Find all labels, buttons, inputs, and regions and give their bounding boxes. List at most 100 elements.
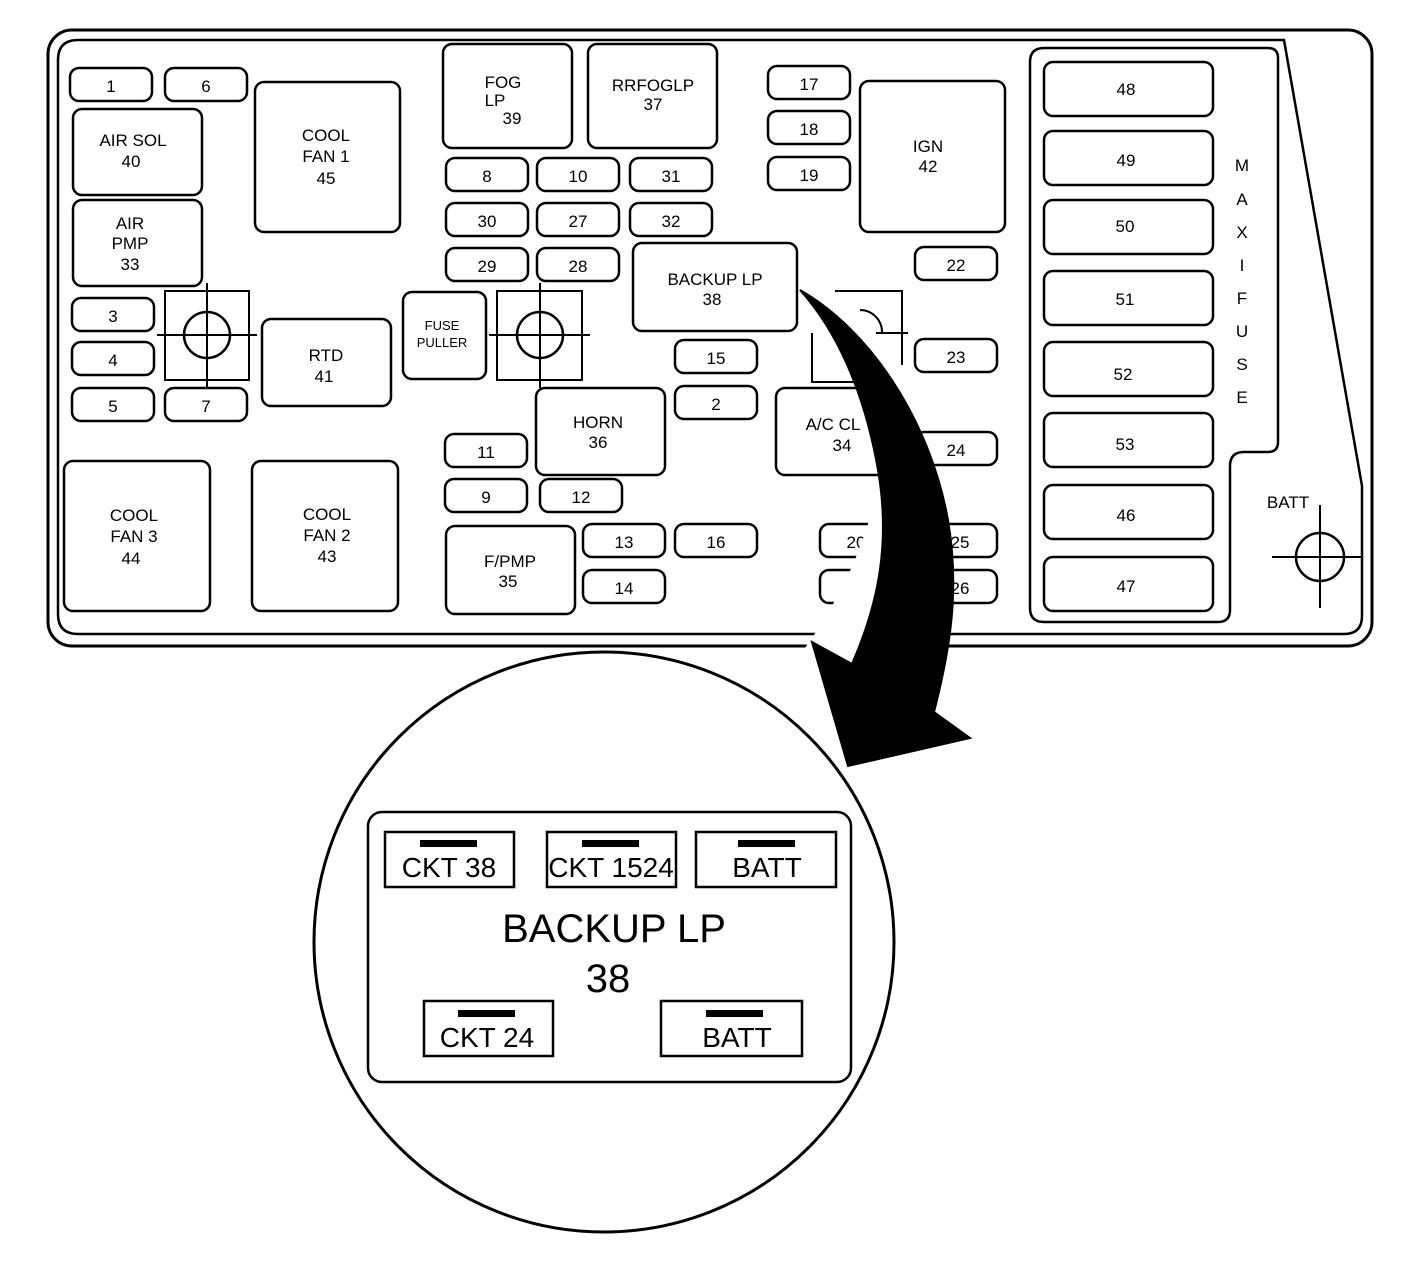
fuse-1[interactable]: 1	[68, 66, 154, 103]
fuse-10[interactable]: 10	[535, 156, 621, 193]
fuse-label: 7	[201, 397, 210, 416]
relay-rrfoglp[interactable]: RRFOGLP 37	[586, 42, 719, 150]
fuse-11[interactable]: 11	[443, 432, 529, 469]
battery-terminal[interactable]: BATT	[1267, 493, 1362, 608]
fuse-30[interactable]: 30	[444, 201, 530, 238]
callout-number: 38	[586, 957, 631, 1001]
relay-number: 34	[833, 436, 852, 455]
relay-label: F/PMP	[484, 552, 536, 571]
fuse-18[interactable]: 18	[766, 109, 852, 146]
relay-cool-fan-3[interactable]: COOL FAN 3 44	[62, 459, 212, 613]
fuse-label: 11	[477, 443, 495, 462]
relay-label: COOL	[302, 126, 350, 145]
fuse-label: 12	[572, 488, 591, 507]
relay-horn[interactable]: HORN 36	[534, 386, 667, 477]
relay-label: A/C CL	[806, 415, 861, 434]
fuse-label: 4	[108, 351, 117, 370]
relay-number: 42	[919, 157, 938, 176]
fuse-5[interactable]: 5	[70, 386, 156, 423]
maxi-label-letter: A	[1236, 190, 1248, 209]
terminal-label: CKT 24	[440, 1022, 534, 1053]
fuse-27[interactable]: 27	[535, 201, 621, 238]
fuse-28[interactable]: 28	[535, 246, 621, 283]
fuse-label: 32	[662, 212, 681, 231]
fuse-label: 22	[947, 256, 966, 275]
fuse-puller-label: PULLER	[417, 335, 468, 350]
maxi-fuse-47[interactable]: 47	[1042, 555, 1215, 613]
fuse-label: 31	[662, 167, 681, 186]
maxi-fuse-51[interactable]: 51	[1042, 269, 1215, 327]
mounting-bolt-center	[489, 283, 590, 388]
maxi-fuse-label: 47	[1117, 577, 1136, 596]
mounting-bolt-left	[157, 283, 257, 388]
terminal-label: CKT 1524	[548, 852, 674, 883]
relay-label: FAN 1	[302, 147, 349, 166]
fuse-9[interactable]: 9	[443, 477, 529, 514]
relay-cool-fan-2[interactable]: COOL FAN 2 43	[250, 459, 400, 613]
fuse-label: 26	[951, 579, 970, 598]
relay-air-sol[interactable]: AIR SOL 40	[71, 107, 204, 197]
fuse-puller[interactable]: FUSE PULLER	[401, 290, 488, 381]
fuse-16[interactable]: 16	[673, 522, 759, 559]
maxi-fuse-label: 46	[1117, 506, 1136, 525]
fuse-6[interactable]: 6	[163, 66, 249, 103]
fuse-24[interactable]: 24	[913, 430, 999, 467]
fuse-31[interactable]: 31	[628, 156, 714, 193]
relay-ign[interactable]: IGN 42	[858, 79, 1007, 234]
fuse-2[interactable]: 2	[673, 384, 759, 421]
fuse-19[interactable]: 19	[766, 155, 852, 192]
relay-f-pmp[interactable]: F/PMP 35	[444, 524, 577, 616]
fuse-label: 28	[569, 257, 588, 276]
relay-number: 40	[122, 152, 141, 171]
fuse-29[interactable]: 29	[444, 246, 530, 283]
relay-number: 38	[703, 290, 722, 309]
fuse-8[interactable]: 8	[444, 156, 530, 193]
terminal-label: BATT	[702, 1022, 771, 1053]
fuse-label: 16	[707, 533, 726, 552]
maxi-label-letter: E	[1236, 388, 1247, 407]
relay-number: 37	[644, 95, 663, 114]
maxi-fuse-50[interactable]: 50	[1042, 198, 1215, 256]
fuse-label: 3	[108, 307, 117, 326]
fuse-3[interactable]: 3	[70, 296, 156, 333]
fuse-label: 13	[615, 533, 634, 552]
fuse-label: 2	[711, 395, 720, 414]
relay-cool-fan-1[interactable]: COOL FAN 1 45	[253, 80, 402, 234]
fuse-14[interactable]: 14	[581, 568, 667, 605]
maxi-fuse-vertical-label: M A X I F U S E	[1235, 156, 1249, 407]
fuse-7[interactable]: 7	[163, 386, 249, 423]
maxi-fuse-52[interactable]: 52	[1042, 340, 1215, 398]
relay-label: FOG	[485, 73, 522, 92]
maxi-fuse-53[interactable]: 53	[1042, 411, 1215, 469]
callout-magnifier: CKT 38 CKT 1524 BATT BACKUP LP 38 CKT 24…	[312, 650, 896, 1234]
maxi-fuse-46[interactable]: 46	[1042, 483, 1215, 541]
relay-rtd[interactable]: RTD 41	[260, 317, 393, 408]
relay-number: 41	[315, 367, 334, 386]
maxi-fuse-label: 51	[1116, 290, 1135, 309]
fuse-12[interactable]: 12	[538, 477, 624, 514]
fuse-label: 25	[951, 533, 970, 552]
maxi-fuse-group: 48 49 50 51 52 53 46 47	[1042, 60, 1215, 613]
relay-label: AIR SOL	[99, 131, 166, 150]
fuse-23[interactable]: 23	[913, 337, 999, 374]
small-fuse-group: 1 6 3 4 5 7 8 10 31 30 27 32 29 28 17 18…	[68, 64, 999, 605]
relay-backup-lp[interactable]: BACKUP LP 38	[631, 241, 799, 333]
fuse-17[interactable]: 17	[766, 64, 852, 101]
maxi-fuse-49[interactable]: 49	[1042, 129, 1215, 187]
relay-number: 33	[121, 255, 140, 274]
fuse-label: 14	[615, 579, 634, 598]
terminal-ckt-1524: CKT 1524	[545, 830, 678, 889]
fuse-13[interactable]: 13	[581, 522, 667, 559]
fuse-4[interactable]: 4	[70, 340, 156, 377]
terminal-label: CKT 38	[402, 852, 496, 883]
relay-air-pmp[interactable]: AIR PMP 33	[71, 198, 204, 288]
fuse-label: 30	[478, 212, 497, 231]
batt-label: BATT	[1267, 493, 1309, 512]
fuse-32[interactable]: 32	[628, 201, 714, 238]
terminal-batt-bottom: BATT	[659, 999, 804, 1058]
relay-fog-lp[interactable]: FOG LP 39	[441, 42, 574, 150]
maxi-fuse-48[interactable]: 48	[1042, 60, 1215, 118]
fuse-22[interactable]: 22	[913, 245, 999, 282]
pointer-arrow	[799, 289, 973, 768]
fuse-15[interactable]: 15	[673, 338, 759, 375]
